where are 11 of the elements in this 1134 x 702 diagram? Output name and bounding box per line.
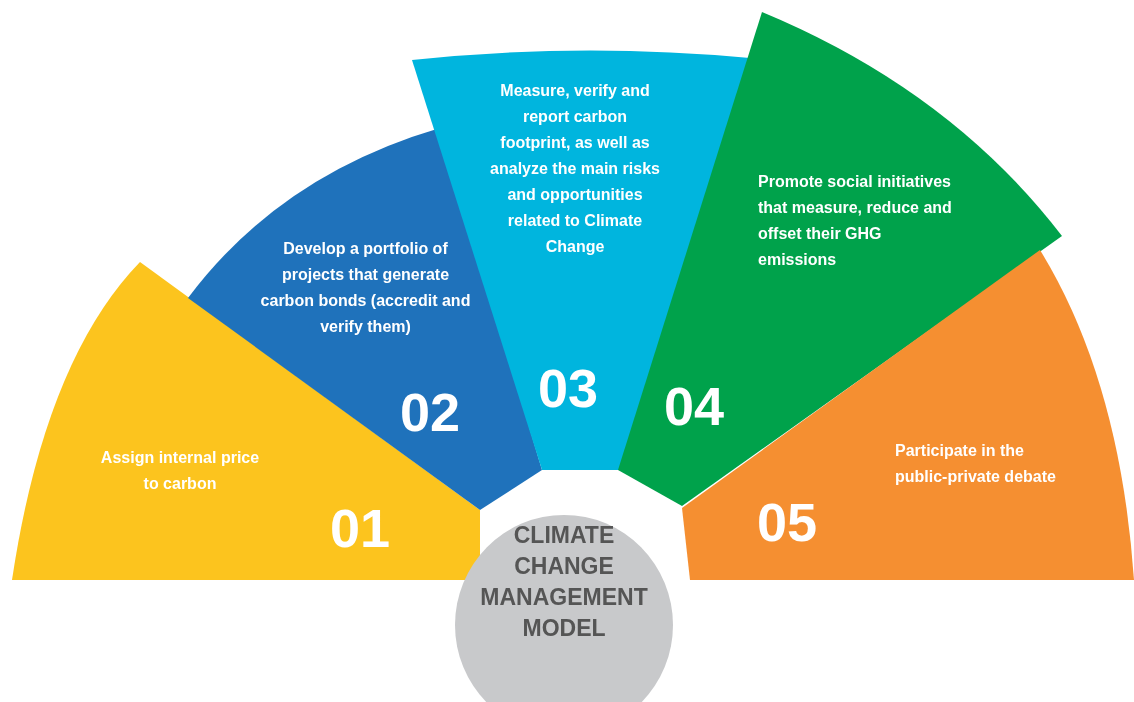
step-number: 05 xyxy=(757,494,818,550)
segment-description: Assign internal price to carbon xyxy=(100,448,260,494)
step-number: 02 xyxy=(400,384,461,440)
segment-description: Measure, verify and report carbon footprint, as well as analyze the main risks and opportunities related to Climate Change xyxy=(490,81,660,257)
step-number: 01 xyxy=(330,500,391,556)
step-number: 03 xyxy=(538,360,599,416)
segment-description: Promote social initiatives that measure, reduce and offset their GHG emissions xyxy=(758,172,953,270)
segment-description: Develop a portfolio of projects that generate carbon bonds (accredit and verify them) xyxy=(259,239,472,337)
segment-description: Participate in the public-private debate xyxy=(895,441,1057,487)
center-title: CLIMATE CHANGE MANAGEMENT MODEL xyxy=(479,521,649,643)
step-number: 04 xyxy=(664,378,725,434)
